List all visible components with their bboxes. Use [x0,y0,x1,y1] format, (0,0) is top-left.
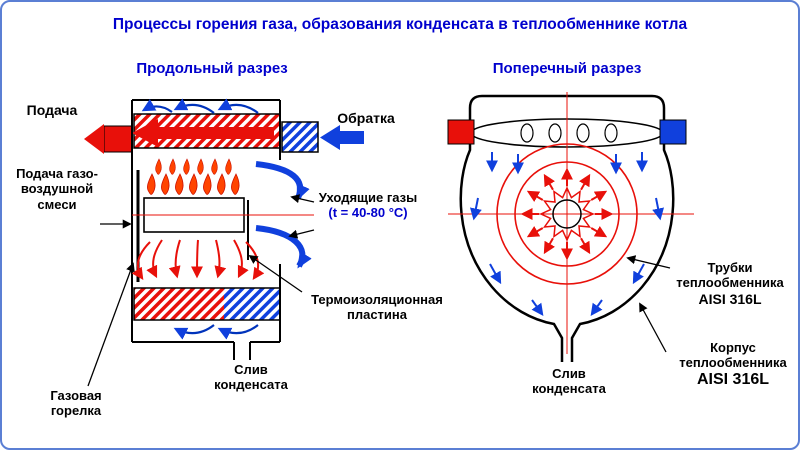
casing-outline [459,94,675,362]
exhaust-gases-text: Уходящие газы [318,190,418,205]
insulation-pointer [248,254,303,293]
return-port-block [659,119,687,145]
gas-burner-label: Газовая горелка [50,388,102,419]
centerlines [448,92,694,354]
condensate-drain-label-left: Слив конденсата [214,362,288,393]
gas-air-mixture-label: Подача газо-воздушной смеси [16,166,98,212]
longitudinal-section-drawing [84,98,364,387]
burner-pointer [87,262,135,387]
exhaust-pointer-1 [290,194,315,204]
right-view-title: Поперечный разрез [492,60,642,77]
supply-port-block [447,119,475,145]
return-label: Обратка [337,110,395,126]
exhaust-gases-label: Уходящие газы (t = 40-80 °C) [318,190,418,221]
burner-flames [147,158,240,195]
exchanger-casing-material: AISI 316L [696,370,770,388]
radial-heat-arrows [520,167,614,261]
insulation-plate-label: Термоизоляционная пластина [311,292,443,323]
top-heat-exchanger-pipe [132,113,281,149]
return-pipe-arrow [281,121,364,153]
combustion-downdraft-arrows [131,239,265,280]
hot-flow-arrow [132,119,274,147]
label-pointer-arrows-right [626,255,671,353]
casing-pointer [639,302,667,353]
left-view-title: Продольный разрез [136,60,288,77]
exhaust-pointer-2 [288,229,315,239]
flue-gas-curl-arrows [141,98,259,340]
exchanger-casing-text: Корпус теплообменника [679,340,787,371]
exchanger-casing-label: Корпус теплообменника AISI 316L [668,340,798,390]
tubes-pointer [626,255,671,269]
supply-label: Подача [26,102,78,118]
exchanger-tubes-label: Трубки теплообменника AISI 316L [664,260,796,307]
condensate-drain-label-right: Слив конденсата [532,366,606,397]
central-burner-circle [552,199,582,229]
supply-pipe-arrow [84,124,133,154]
condensate-arrows [469,152,665,316]
exchanger-tubes-material: AISI 316L [698,290,762,307]
burner-flame-ring [539,186,595,242]
cross-section-drawing [447,92,694,362]
exhaust-flow-arrows [255,161,312,269]
exhaust-temperature: (t = 40-80 °C) [328,205,408,221]
bottom-heat-exchanger-pipe [133,287,281,321]
exchanger-tubes-text: Трубки теплообменника [676,260,784,291]
boiler-box-outline [131,99,281,360]
heat-exchanger-tube-circles [496,143,638,285]
label-pointer-arrows-left [87,194,315,387]
page-title: Процессы горения газа, образования конде… [112,16,688,33]
